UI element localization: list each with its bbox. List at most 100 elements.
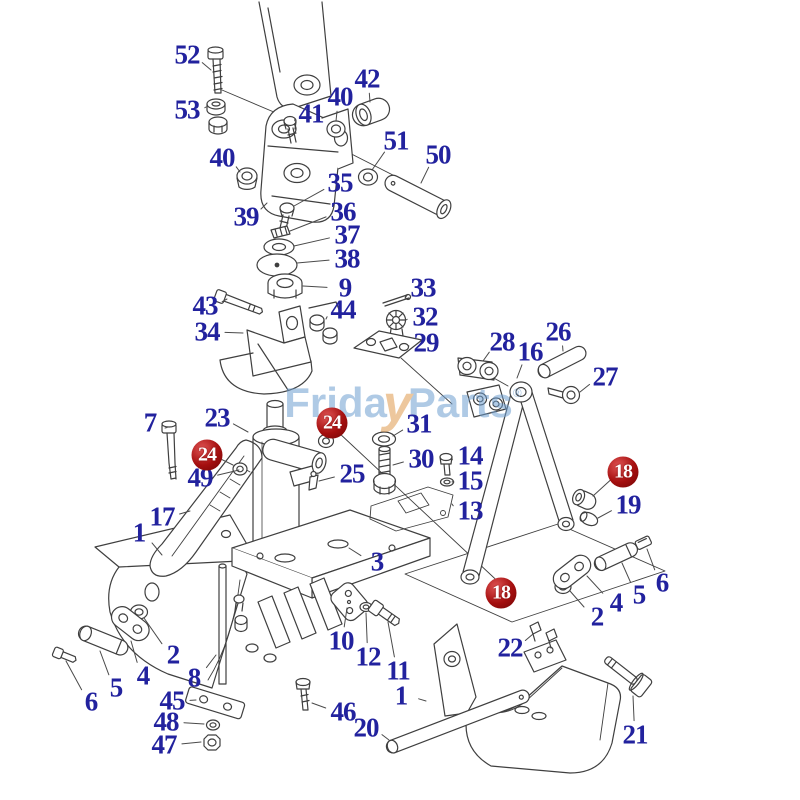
part-label-16: 16 xyxy=(517,336,544,367)
part-label-19: 19 xyxy=(615,489,642,520)
bolt-52 xyxy=(207,46,224,94)
bolt-6-left xyxy=(51,646,77,663)
part-label-36: 36 xyxy=(330,196,357,227)
plate-13 xyxy=(369,486,454,532)
part-label-23: 23 xyxy=(204,402,231,433)
rail-3 xyxy=(231,509,431,599)
part-label-39: 39 xyxy=(233,201,260,232)
washer-37 xyxy=(263,238,295,256)
loader-arm-top xyxy=(258,1,332,109)
disc-38 xyxy=(256,253,298,277)
pin-19 xyxy=(579,511,599,527)
bolt-43 xyxy=(213,289,264,315)
part-label-43: 43 xyxy=(192,290,219,321)
part-label-38: 38 xyxy=(334,243,361,274)
pin-5-right xyxy=(593,542,639,572)
part-label-17: 17 xyxy=(149,501,176,532)
highlighted-part-badge-18: 18 xyxy=(607,456,639,488)
part-label-12: 12 xyxy=(355,641,382,672)
washer-48 xyxy=(205,719,221,731)
part-label-9: 9 xyxy=(338,272,352,303)
key-6-right xyxy=(634,535,652,550)
part-label-11: 11 xyxy=(386,655,410,686)
nut-47 xyxy=(203,734,221,751)
bolt-46 xyxy=(295,677,311,711)
stud-25 xyxy=(308,470,319,491)
frame-fins xyxy=(245,577,343,663)
part-label-5: 5 xyxy=(109,672,123,703)
bushing-40-right xyxy=(326,120,346,138)
part-label-4: 4 xyxy=(609,587,623,618)
bolt-14 xyxy=(439,452,453,476)
part-label-30: 30 xyxy=(408,443,435,474)
part-label-48: 48 xyxy=(153,706,180,737)
plate-29 xyxy=(353,330,423,359)
grommet-32 xyxy=(385,309,407,337)
part-label-7: 7 xyxy=(143,407,157,438)
part-label-22: 22 xyxy=(497,632,524,663)
plate-45 xyxy=(185,686,246,720)
bolt-35 xyxy=(279,202,295,230)
washer-15 xyxy=(439,477,455,487)
part-label-15: 15 xyxy=(457,465,484,496)
clip-36 xyxy=(270,225,291,239)
bolt-41 xyxy=(283,115,297,144)
part-label-2: 2 xyxy=(166,639,180,670)
part-label-32: 32 xyxy=(412,301,439,332)
part-label-46: 46 xyxy=(330,696,357,727)
part-label-40: 40 xyxy=(209,142,236,173)
rod-8 xyxy=(218,563,248,685)
pin-50 xyxy=(384,174,452,220)
highlighted-part-badge-24: 24 xyxy=(191,439,223,471)
part-label-40: 40 xyxy=(327,81,354,112)
bushing-40-left xyxy=(236,167,258,190)
rod-20 xyxy=(385,689,530,754)
part-label-2: 2 xyxy=(590,601,604,632)
link-plate-4-right xyxy=(552,554,592,590)
part-label-14: 14 xyxy=(457,440,484,471)
part-label-3: 3 xyxy=(370,546,384,577)
part-label-51: 51 xyxy=(383,125,410,156)
part-label-29: 29 xyxy=(413,327,440,358)
bolt-7 xyxy=(161,420,177,480)
frame-1-left xyxy=(94,514,253,689)
clips-22 xyxy=(529,621,558,649)
pin-5-left xyxy=(77,625,129,656)
v-link-16 xyxy=(460,381,575,585)
part-label-31: 31 xyxy=(406,408,433,439)
strap-28 xyxy=(457,356,499,381)
part-label-42: 42 xyxy=(354,63,381,94)
part-label-37: 37 xyxy=(334,219,361,250)
leader-lines xyxy=(65,62,656,745)
part-label-20: 20 xyxy=(353,712,380,743)
bushing-18 xyxy=(572,488,597,510)
bushing-42 xyxy=(351,97,391,127)
part-label-26: 26 xyxy=(545,316,572,347)
bolt-27 xyxy=(547,385,581,405)
part-label-27: 27 xyxy=(592,361,619,392)
part-label-1: 1 xyxy=(394,680,408,711)
part-label-10: 10 xyxy=(328,625,355,656)
washer-31 xyxy=(371,431,397,447)
part-label-5: 5 xyxy=(632,579,646,610)
highlighted-part-badge-24: 24 xyxy=(316,407,348,439)
part-label-13: 13 xyxy=(457,495,484,526)
part-label-52: 52 xyxy=(174,39,201,70)
bracket-34 xyxy=(219,305,313,395)
bolt-11 xyxy=(367,599,400,627)
part-label-45: 45 xyxy=(159,685,186,716)
nuts-44 xyxy=(308,301,341,345)
part-label-44: 44 xyxy=(330,294,357,325)
plate-10 xyxy=(330,582,369,622)
nut-9 xyxy=(267,273,303,299)
part-label-53: 53 xyxy=(174,94,201,125)
bolt-21 xyxy=(604,656,653,698)
part-label-6: 6 xyxy=(655,567,669,598)
part-label-21: 21 xyxy=(622,719,649,750)
part-label-35: 35 xyxy=(327,167,354,198)
part-label-28: 28 xyxy=(489,326,516,357)
part-label-8: 8 xyxy=(187,662,201,693)
part-label-41: 41 xyxy=(298,98,325,129)
